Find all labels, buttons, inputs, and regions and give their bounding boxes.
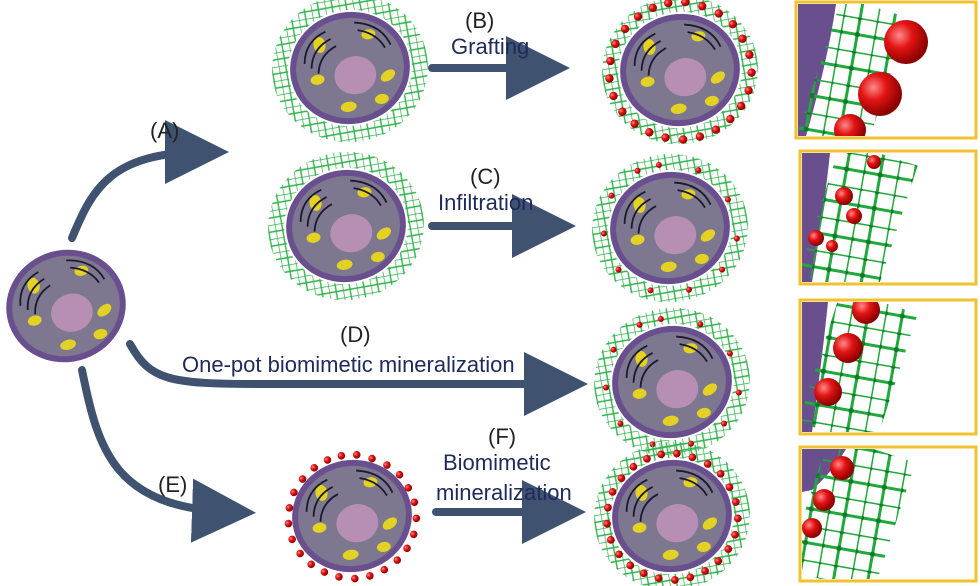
zoom-panel-4	[798, 445, 978, 583]
nanoparticle-icon	[867, 155, 881, 169]
label-c: (C)	[470, 164, 501, 189]
cell-mineralized	[592, 438, 753, 586]
nanoparticle-icon	[858, 72, 902, 116]
nanoparticle-icon	[808, 230, 824, 246]
arrows	[68, 36, 588, 544]
label-d: (D)	[340, 322, 371, 347]
cell-framework-coated-2	[266, 149, 427, 303]
label-biomimetic-line1: Biomimetic	[443, 450, 551, 475]
cell-one-pot	[591, 304, 752, 460]
nanoparticle-icon	[826, 240, 838, 252]
label-a: (A)	[150, 118, 179, 143]
nanoparticle-icon	[814, 378, 842, 406]
label-grafting: Grafting	[451, 34, 529, 59]
nanoparticle-icon	[884, 20, 928, 64]
cell-grafted	[593, 0, 766, 155]
zoom-panel-1	[794, 0, 978, 140]
nanoparticle-icon	[813, 489, 835, 511]
arrow-e	[78, 366, 256, 543]
cell-particle-coated	[274, 440, 431, 586]
nanoparticle-icon	[802, 518, 822, 538]
label-biomimetic-line2: mineralization	[436, 480, 572, 505]
cell-framework-coated-1	[270, 0, 431, 145]
nanoparticle-icon	[833, 333, 863, 363]
label-e: (E)	[158, 472, 187, 497]
cell-infiltrated	[589, 150, 750, 306]
nanoparticle-icon	[834, 114, 866, 136]
label-b: (B)	[465, 8, 494, 33]
nanoparticle-icon	[852, 302, 880, 324]
cell-icon	[0, 235, 140, 377]
nanoparticle-icon	[846, 208, 862, 224]
zoom-panel-3	[798, 298, 978, 436]
label-infiltration: Infiltration	[438, 190, 533, 215]
nanoparticle-icon	[830, 456, 854, 480]
label-one-pot: One-pot biomimetic mineralization	[182, 352, 515, 377]
nanoparticle-icon	[835, 187, 853, 205]
zoom-panel-2	[798, 149, 978, 286]
start-cell	[0, 235, 140, 377]
arrow-a	[68, 120, 229, 242]
label-f: (F)	[488, 424, 516, 449]
arrow-d	[126, 340, 588, 416]
labels: (A) (B) Grafting (C) Infiltration (D) On…	[150, 8, 572, 505]
